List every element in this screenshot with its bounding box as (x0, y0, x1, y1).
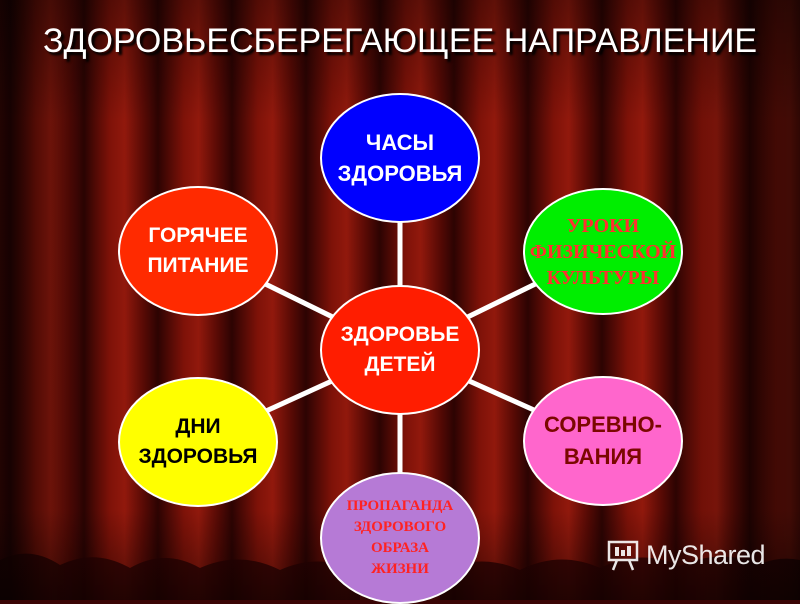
node-children-health-center: ЗДОРОВЬЕ ДЕТЕЙ (320, 285, 480, 415)
node-healthy-lifestyle-promotion: ПРОПАГАНДА ЗДОРОВОГО ОБРАЗА ЖИЗНИ (320, 472, 480, 604)
node-label-line: ВАНИЯ (563, 444, 643, 469)
node-label-line: ПРОПАГАНДА (346, 498, 454, 514)
node-label-line: ФИЗИЧЕСКОЙ (529, 240, 677, 263)
node-pe-lessons: УРОКИ ФИЗИЧЕСКОЙ КУЛЬТУРЫ (523, 188, 683, 315)
node-label-line: ДНИ (175, 415, 221, 438)
node-label-line: ЗДОРОВЬЯ (138, 445, 258, 468)
node-label-line: ОБРАЗА (370, 540, 430, 556)
node-label-line: ЧАСЫ (365, 130, 435, 155)
node-label-line: УРОКИ (566, 214, 640, 237)
node-label-line: СОРЕВНО- (543, 412, 662, 437)
node-competitions: СОРЕВНО- ВАНИЯ (523, 376, 683, 506)
node-label-line: ДЕТЕЙ (364, 353, 436, 376)
node-label-line: ЗДОРОВОГО (353, 519, 447, 535)
node-label-line: ЗДОРОВЬЕ (340, 323, 460, 346)
node-label-line: ПИТАНИЕ (147, 254, 249, 277)
node-health-hours: ЧАСЫ ЗДОРОВЬЯ (320, 93, 480, 223)
slide-title: ЗДОРОВЬЕСБЕРЕГАЮЩЕЕ НАПРАВЛЕНИЕ (42, 22, 758, 60)
watermark: MyShared (606, 535, 766, 575)
node-label-line: ГОРЯЧЕЕ (148, 224, 248, 247)
node-hot-meals: ГОРЯЧЕЕ ПИТАНИЕ (118, 186, 278, 316)
watermark-text: MyShared (646, 539, 766, 570)
node-label-line: КУЛЬТУРЫ (546, 266, 660, 289)
presentation-board-icon (607, 540, 639, 571)
node-health-days: ДНИ ЗДОРОВЬЯ (118, 377, 278, 507)
node-label-line: ЗДОРОВЬЯ (337, 161, 463, 186)
node-label-line: ЖИЗНИ (371, 561, 429, 577)
